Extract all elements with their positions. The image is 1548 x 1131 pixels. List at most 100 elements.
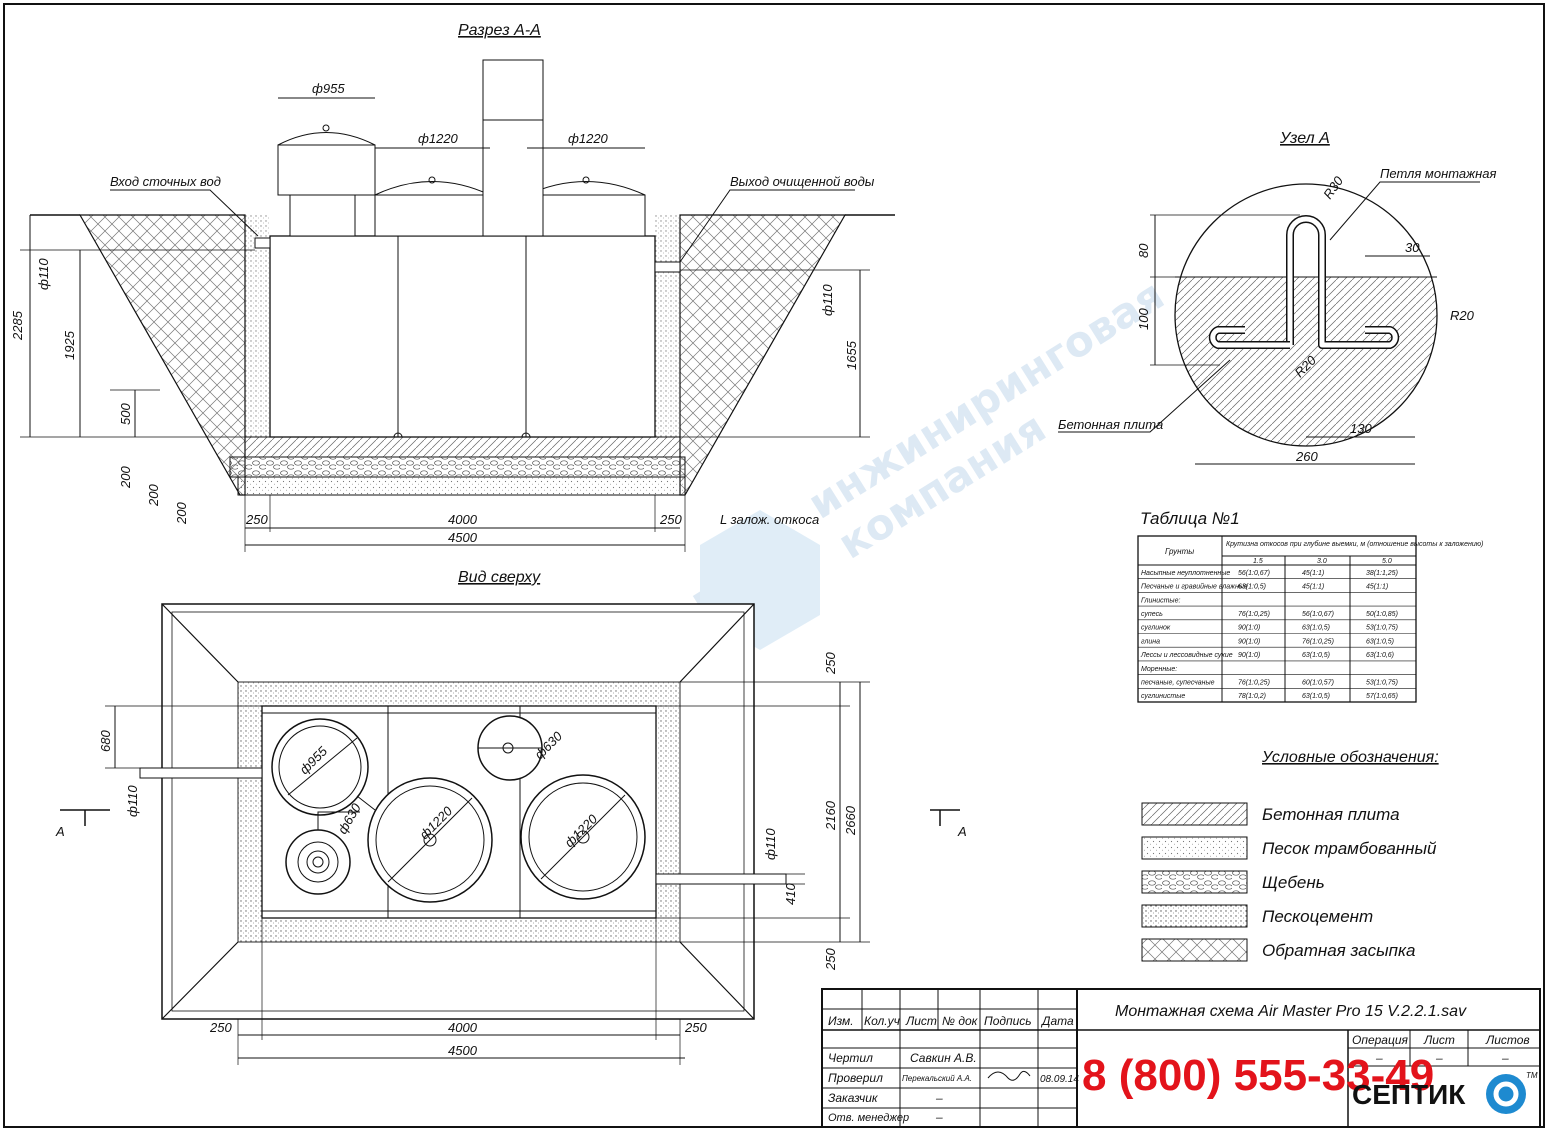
table-depth-2: 5.0 <box>1382 558 1392 565</box>
table-row-name: супесь <box>1141 611 1163 618</box>
legend-sand: Песок трамбованный <box>1262 839 1437 858</box>
table-cell: 90(1:0) <box>1238 625 1260 632</box>
dim-1220-b: ф1220 <box>568 131 609 146</box>
dim-1925: 1925 <box>62 330 77 360</box>
stamp-checked-label: Проверил <box>828 1071 883 1085</box>
dim-4500: 4500 <box>448 530 478 545</box>
signature-icon <box>987 1070 1031 1081</box>
table-depth-0: 1.5 <box>1253 558 1263 565</box>
phone-number: 8 (800) 555-33-49 <box>1082 1051 1434 1100</box>
table-cell: 53(1:0,75) <box>1366 679 1398 686</box>
table-cell: 53(1:0,75) <box>1366 625 1398 632</box>
stamp-sheet-label: Лист <box>1423 1033 1455 1047</box>
backfill-right <box>679 214 847 496</box>
dim-plan-250-top: 250 <box>823 652 838 675</box>
hatch-plan-955 <box>271 718 369 816</box>
hatch-plan-630-left <box>285 829 351 895</box>
stamp-drawn-label: Чертил <box>828 1051 873 1065</box>
top-view: Вид сверху ф955 ф630 ф630 ф1220 <box>55 569 967 1065</box>
soil-table: Таблица №1 Грунты Крутизна откосов при г… <box>1137 509 1483 703</box>
table-cell: 63(1:0,5) <box>1302 625 1330 632</box>
concrete-slab <box>244 436 681 458</box>
dim-plan-250-right: 250 <box>684 1020 707 1035</box>
watermark-line1: инжиниринговая <box>799 270 1172 528</box>
dim-r30: R30 <box>1320 173 1346 202</box>
dim-200-a: 200 <box>118 466 133 489</box>
stamp-col-sign: Подпись <box>984 1014 1032 1028</box>
legend-backfill: Обратная засыпка <box>1262 941 1415 960</box>
dim-110-right: ф110 <box>820 284 835 316</box>
dim-plan-4500: 4500 <box>448 1043 478 1058</box>
dim-200-c: 200 <box>174 502 189 525</box>
table-cell: 45(1:1) <box>1366 584 1388 591</box>
loop-label: Петля монтажная <box>1380 166 1496 181</box>
table-header-soil: Грунты <box>1165 547 1194 556</box>
title-block: Монтажная схема Air Master Pro 15 V.2.2.… <box>821 988 1541 1128</box>
gravel-layer <box>229 456 686 478</box>
top-view-title: Вид сверху <box>458 569 541 586</box>
slope-label: L залож. откоса <box>720 512 819 527</box>
table-cell: 63(1:0,5) <box>1302 693 1330 700</box>
table-row-name: Лессы и лессовидные сухие <box>1140 651 1233 659</box>
dim-1655: 1655 <box>844 340 859 370</box>
table-cell: 38(1:1,25) <box>1366 570 1398 577</box>
section-view: Разрез А-А <box>10 22 895 552</box>
sheet-frame <box>3 3 1545 1128</box>
table-cell: 63(1:0,6) <box>1366 652 1394 659</box>
dim-2660: 2660 <box>843 805 858 836</box>
stamp-op-label: Операция <box>1352 1033 1408 1047</box>
section-marker-right: А <box>957 824 967 839</box>
stamp-sheets-label: Листов <box>1485 1033 1530 1047</box>
table-row-name: песчаные, супесчаные <box>1141 679 1215 686</box>
backfill-left <box>78 214 246 496</box>
legend-title: Условные обозначения: <box>1261 749 1439 766</box>
dim-plan-110-left: ф110 <box>125 785 140 817</box>
stamp-customer-label: Заказчик <box>828 1091 879 1105</box>
hatch-1220-a <box>374 194 491 237</box>
dim-plan-4000: 4000 <box>448 1020 478 1035</box>
stamp-title: Монтажная схема Air Master Pro 15 V.2.2.… <box>1115 1003 1467 1020</box>
table-cell: 63(1:0,5) <box>1238 584 1266 591</box>
table-cell: 45(1:1) <box>1302 584 1324 591</box>
dim-250-right: 250 <box>659 512 682 527</box>
dim-plan-250-left: 250 <box>209 1020 232 1035</box>
dim-2285: 2285 <box>10 310 25 341</box>
legend-concrete: Бетонная плита <box>1262 805 1400 824</box>
dim-100: 100 <box>1136 308 1151 330</box>
stamp-manager-label: Отв. менеджер <box>828 1112 909 1124</box>
stamp-sheet-value: – <box>1435 1051 1443 1065</box>
stamp-col-koluch: Кол.уч <box>864 1014 900 1028</box>
dim-plan-110-right: ф110 <box>763 828 778 860</box>
dim-2160: 2160 <box>823 800 838 831</box>
table-depth-1: 3.0 <box>1317 558 1327 565</box>
stamp-op-value: – <box>1375 1051 1383 1065</box>
dim-955: ф955 <box>312 81 345 96</box>
table-row-name: суглинистые <box>1141 693 1185 700</box>
legend-sandcement: Пескоцемент <box>1262 907 1373 926</box>
table-row-name: суглинок <box>1141 625 1171 632</box>
dim-130: 130 <box>1350 421 1372 436</box>
table-cell: 90(1:0) <box>1238 638 1260 645</box>
legend-gravel: Щебень <box>1262 873 1325 892</box>
dim-200-b: 200 <box>146 484 161 507</box>
dim-260: 260 <box>1295 449 1318 464</box>
tank-body <box>269 235 656 438</box>
table-cell: 56(1:0,67) <box>1302 611 1334 618</box>
stamp-customer-value: – <box>935 1091 943 1105</box>
slab-label: Бетонная плита <box>1058 417 1163 432</box>
table-cell: 56(1:0,67) <box>1238 570 1270 577</box>
stamp-col-doc: № док <box>942 1014 979 1028</box>
stamp-sheets-value: – <box>1501 1051 1509 1065</box>
brand-tm: TM <box>1526 1071 1538 1080</box>
hatch-955 <box>277 144 376 196</box>
dim-1220-a: ф1220 <box>418 131 459 146</box>
dim-r20-right: R20 <box>1450 308 1475 323</box>
table-row-name: Моренные: <box>1141 666 1177 673</box>
table-cell: 50(1:0,85) <box>1366 611 1398 618</box>
stamp-col-list: Лист <box>905 1014 937 1028</box>
table-row-name: Песчаные и гравийные влажные <box>1141 583 1248 591</box>
table-cell: 76(1:0,25) <box>1238 611 1270 618</box>
inlet-label: Вход сточных вод <box>110 174 221 189</box>
table-cell: 76(1:0,25) <box>1238 679 1270 686</box>
